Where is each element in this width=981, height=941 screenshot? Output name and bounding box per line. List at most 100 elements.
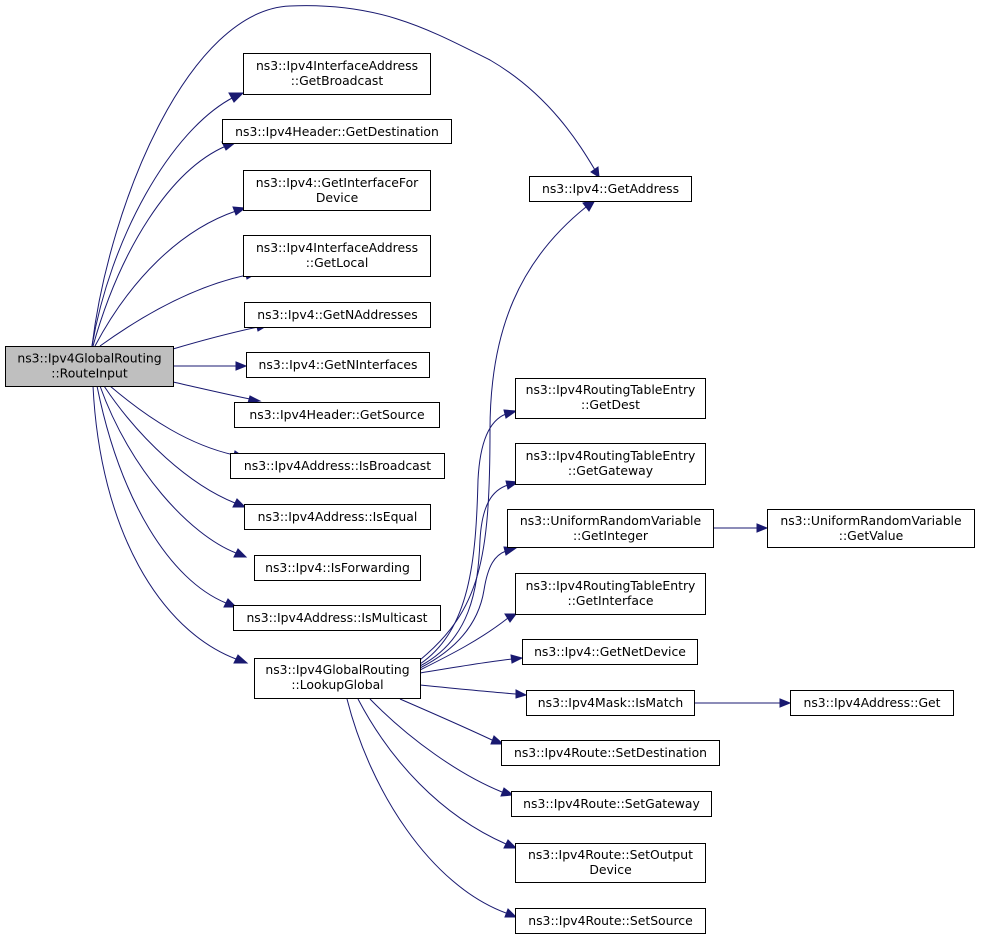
node-label-line: ns3::Ipv4Address::IsEqual xyxy=(258,509,418,524)
node-label-line: ns3::Ipv4::GetNAddresses xyxy=(257,307,417,322)
edge-route-input-to-lookup-global xyxy=(92,385,237,660)
node-address-get[interactable]: ns3::Ipv4Address::Get xyxy=(790,690,954,716)
node-get-n-addresses[interactable]: ns3::Ipv4::GetNAddresses xyxy=(244,302,431,328)
node-label-line: Device xyxy=(316,190,358,205)
node-get-local[interactable]: ns3::Ipv4InterfaceAddress ::GetLocal xyxy=(243,235,431,277)
node-get-n-interfaces[interactable]: ns3::Ipv4::GetNInterfaces xyxy=(246,352,430,378)
node-is-multicast[interactable]: ns3::Ipv4Address::IsMulticast xyxy=(233,605,441,631)
node-get-broadcast[interactable]: ns3::Ipv4InterfaceAddress ::GetBroadcast xyxy=(243,53,431,95)
node-get-source[interactable]: ns3::Ipv4Header::GetSource xyxy=(234,402,440,428)
node-rte-get-dest[interactable]: ns3::Ipv4RoutingTableEntry ::GetDest xyxy=(515,378,706,419)
node-label-line: ns3::Ipv4::GetNInterfaces xyxy=(259,357,418,372)
node-mask-is-match[interactable]: ns3::Ipv4Mask::IsMatch xyxy=(526,690,695,716)
node-label-line: ns3::Ipv4InterfaceAddress xyxy=(256,240,418,255)
node-route-input[interactable]: ns3::Ipv4GlobalRouting ::RouteInput xyxy=(5,346,174,387)
edge-lookup-global-to-urv-get-integer xyxy=(419,550,507,669)
edge-route-input-to-get-address xyxy=(91,5,596,347)
node-set-destination[interactable]: ns3::Ipv4Route::SetDestination xyxy=(501,740,720,766)
edge-lookup-global-to-rte-get-gateway xyxy=(419,484,509,667)
edge-route-input-to-get-destination xyxy=(92,145,227,347)
node-label-line: ns3::Ipv4RoutingTableEntry xyxy=(526,382,696,397)
node-label-line: ns3::Ipv4Route::SetSource xyxy=(528,913,693,928)
arrow-head xyxy=(590,166,600,178)
arrow-head xyxy=(756,523,769,533)
node-label-line: ns3::Ipv4GlobalRouting xyxy=(17,351,161,366)
node-get-interface-for-device[interactable]: ns3::Ipv4::GetInterfaceFor Device xyxy=(243,170,431,211)
arrow-head xyxy=(500,787,515,797)
node-label-line: ns3::Ipv4Route::SetDestination xyxy=(514,745,707,760)
node-get-net-device[interactable]: ns3::Ipv4::GetNetDevice xyxy=(522,639,698,665)
edge-lookup-global-to-get-net-device xyxy=(419,658,513,674)
node-lookup-global[interactable]: ns3::Ipv4GlobalRouting ::LookupGlobal xyxy=(254,658,421,699)
node-label-line: ns3::Ipv4InterfaceAddress xyxy=(256,58,418,73)
arrow-head xyxy=(247,395,262,404)
node-label-line: ::GetDest xyxy=(581,397,640,412)
edge-lookup-global-to-mask-is-match xyxy=(419,684,517,695)
node-label-line: ns3::Ipv4Address::IsBroadcast xyxy=(244,458,431,473)
node-label-line: ::RouteInput xyxy=(51,366,128,381)
node-label-line: ::GetBroadcast xyxy=(291,73,384,88)
node-urv-get-integer[interactable]: ns3::UniformRandomVariable ::GetInteger xyxy=(507,509,714,548)
node-label-line: ns3::Ipv4GlobalRouting xyxy=(265,662,409,677)
arrow-head xyxy=(503,839,518,849)
arrow-head xyxy=(504,613,517,623)
arrow-head xyxy=(779,698,792,708)
node-label-line: ::LookupGlobal xyxy=(291,677,383,692)
node-set-output-device[interactable]: ns3::Ipv4Route::SetOutput Device xyxy=(515,843,706,883)
node-label-line: ::GetInterface xyxy=(568,593,654,608)
node-label-line: ns3::Ipv4::GetInterfaceFor xyxy=(256,175,419,190)
edge-lookup-global-to-set-destination xyxy=(399,698,493,741)
node-label-line: ns3::Ipv4::GetAddress xyxy=(542,181,679,196)
node-label-line: ::GetGateway xyxy=(568,463,653,478)
edge-lookup-global-to-set-output-device xyxy=(357,698,507,845)
arrow-head xyxy=(232,206,247,216)
node-label-line: ns3::Ipv4Header::GetSource xyxy=(249,407,424,422)
node-label-line: ns3::Ipv4Mask::IsMatch xyxy=(538,695,683,710)
node-label-line: ns3::Ipv4Route::SetOutput xyxy=(528,847,693,862)
node-label-line: ns3::UniformRandomVariable xyxy=(520,513,701,528)
node-get-destination[interactable]: ns3::Ipv4Header::GetDestination xyxy=(222,119,452,144)
edge-route-input-to-is-broadcast xyxy=(109,385,235,456)
edge-route-input-to-get-interface-for-device xyxy=(94,210,237,347)
node-rte-get-interface[interactable]: ns3::Ipv4RoutingTableEntry ::GetInterfac… xyxy=(515,573,706,615)
node-urv-get-value[interactable]: ns3::UniformRandomVariable ::GetValue xyxy=(767,509,975,548)
arrow-head xyxy=(232,498,247,508)
arrow-head xyxy=(503,546,518,556)
arrow-head xyxy=(235,361,248,371)
node-label-line: Device xyxy=(589,862,631,877)
edge-lookup-global-to-get-address xyxy=(419,206,587,661)
node-label-line: ::GetLocal xyxy=(306,255,369,270)
arrow-head xyxy=(510,654,524,664)
arrow-head xyxy=(503,409,518,419)
node-label-line: ::GetValue xyxy=(839,528,903,543)
edge-lookup-global-to-rte-get-interface xyxy=(419,617,509,671)
node-label-line: ns3::Ipv4Address::Get xyxy=(803,695,940,710)
node-label-line: ns3::Ipv4Address::IsMulticast xyxy=(246,610,427,625)
node-is-broadcast[interactable]: ns3::Ipv4Address::IsBroadcast xyxy=(230,453,445,479)
edge-route-input-to-get-source xyxy=(172,381,251,400)
edge-lookup-global-to-rte-get-dest xyxy=(419,413,507,665)
node-label-line: ns3::Ipv4RoutingTableEntry xyxy=(526,448,696,463)
arrow-head xyxy=(233,654,249,664)
arrow-head xyxy=(233,548,248,558)
node-label-line: ns3::Ipv4RoutingTableEntry xyxy=(526,578,696,593)
node-label-line: ns3::Ipv4Header::GetDestination xyxy=(235,124,439,139)
arrow-head xyxy=(504,908,518,918)
edge-route-input-to-get-broadcast xyxy=(91,96,235,347)
node-label-line: ns3::UniformRandomVariable xyxy=(780,513,961,528)
node-get-address[interactable]: ns3::Ipv4::GetAddress xyxy=(529,176,692,202)
edge-route-input-to-is-forwarding xyxy=(99,385,237,554)
node-set-gateway[interactable]: ns3::Ipv4Route::SetGateway xyxy=(511,791,712,817)
node-is-equal[interactable]: ns3::Ipv4Address::IsEqual xyxy=(244,504,431,530)
node-set-source[interactable]: ns3::Ipv4Route::SetSource xyxy=(515,908,706,934)
node-rte-get-gateway[interactable]: ns3::Ipv4RoutingTableEntry ::GetGateway xyxy=(515,443,706,485)
node-label-line: ns3::Ipv4Route::SetGateway xyxy=(523,796,700,811)
edge-route-input-to-get-n-addresses xyxy=(172,326,259,350)
node-is-forwarding[interactable]: ns3::Ipv4::IsForwarding xyxy=(254,555,421,581)
call-nodes: ns3::Ipv4GlobalRouting ::RouteInput ns3:… xyxy=(5,53,975,934)
edge-route-input-to-is-multicast xyxy=(96,385,227,604)
node-label-line: ns3::Ipv4::IsForwarding xyxy=(265,560,410,575)
node-label-line: ::GetInteger xyxy=(573,528,649,543)
edge-route-input-to-is-equal xyxy=(103,385,236,504)
